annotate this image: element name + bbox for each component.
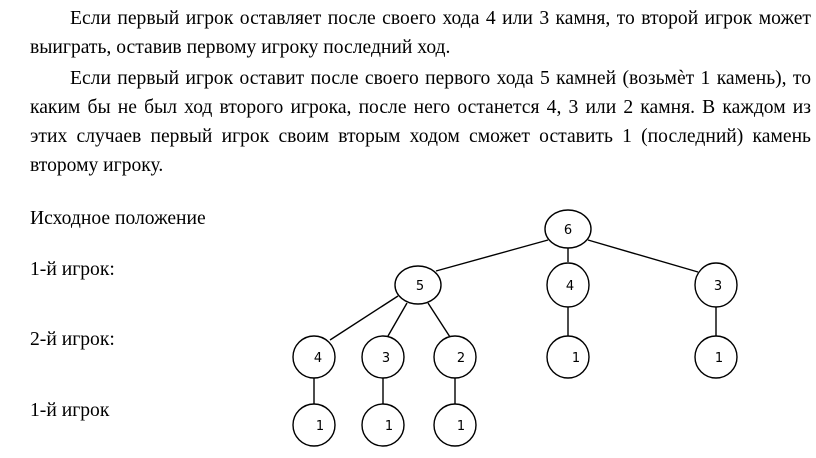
edge-5-4	[329, 295, 399, 341]
paragraph-1: Если первый игрок оставляет после своего…	[30, 4, 811, 62]
paragraph-1-text: Если первый игрок оставляет после своего…	[30, 8, 811, 58]
tree-node-level2: 1	[694, 335, 738, 379]
node-label: 3	[714, 279, 722, 294]
node-label: 5	[416, 279, 424, 294]
node-label: 1	[572, 351, 580, 366]
node-label: 4	[314, 351, 322, 366]
tree-node-level2: 1	[546, 335, 590, 379]
node-label: 3	[382, 351, 390, 366]
node-label: 1	[457, 419, 465, 434]
tree-node-level3: 1	[292, 403, 336, 447]
edge-5-2	[427, 302, 451, 338]
tree-node-level3: 1	[433, 403, 477, 447]
paragraph-2: Если первый игрок оставит после своего п…	[30, 64, 811, 180]
tree-node-level1: 5	[394, 265, 442, 305]
tree-node-level2: 4	[292, 335, 336, 379]
level-label-move2: 2-й игрок:	[30, 329, 115, 350]
node-label: 4	[566, 279, 574, 294]
edge-6-5	[435, 239, 549, 272]
edge-5-3	[387, 302, 408, 337]
level-label-move3: 1-й игрок	[30, 400, 110, 421]
tree-node-level2: 3	[361, 335, 405, 379]
node-label: 2	[457, 351, 465, 366]
tree-edges	[313, 239, 717, 405]
node-label: 1	[316, 419, 324, 434]
tree-node-level2: 2	[433, 335, 477, 379]
paragraph-2-text: Если первый игрок оставит после своего п…	[30, 68, 811, 176]
node-label: 6	[564, 223, 572, 238]
node-label: 1	[715, 351, 723, 366]
tree-node-level1: 3	[694, 262, 738, 308]
level-label-start: Исходное положение	[30, 208, 206, 229]
tree-node-level3: 1	[361, 403, 405, 447]
tree-node-level1: 4	[546, 262, 590, 308]
tree-node-root: 6	[544, 209, 592, 249]
edge-6-3	[587, 239, 699, 273]
level-label-move1: 1-й игрок:	[30, 259, 115, 280]
node-label: 1	[385, 419, 393, 434]
